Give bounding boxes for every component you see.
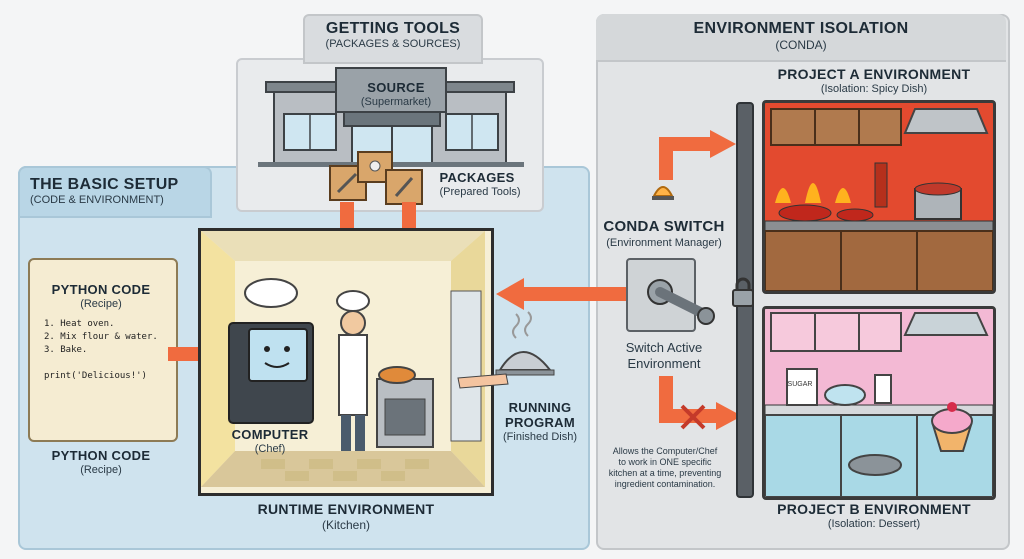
code-line (44, 357, 158, 370)
switch-action-line2: Environment (627, 356, 701, 371)
getting-tools-title: GETTING TOOLS (325, 20, 461, 37)
alarm-light-icon (652, 186, 674, 200)
code-line: print('Delicious!') (44, 371, 147, 381)
runtime-subtitle: (Kitchen) (321, 518, 371, 532)
switch-to-project-b-arrow (659, 376, 742, 430)
conda-switch-title: CONDA SWITCH (603, 218, 725, 235)
lock-icon (732, 277, 754, 307)
environment-isolation-subtitle: (CONDA) (775, 38, 827, 52)
code-line: 2. Mix flour & water. (44, 332, 158, 342)
basic-setup-subtitle: (CODE & ENVIRONMENT) (30, 194, 164, 206)
computer-subtitle: (Chef) (254, 443, 286, 455)
project-a-subtitle: (Isolation: Spicy Dish) (820, 83, 928, 95)
basic-setup-title: THE BASIC SETUP (30, 176, 179, 193)
python-code-subtitle: (Recipe) (80, 298, 122, 310)
project-a-title: PROJECT A ENVIRONMENT (777, 66, 971, 82)
source-title: SOURCE (367, 80, 425, 95)
conda-to-kitchen-arrow (496, 278, 632, 310)
python-code-bottom-subtitle: (Recipe) (80, 464, 122, 476)
project-b-subtitle: (Isolation: Dessert) (827, 518, 921, 530)
runtime-title: RUNTIME ENVIRONMENT (257, 501, 435, 517)
environment-isolation-header (596, 14, 1006, 62)
running-program-subtitle: (Finished Dish) (503, 431, 577, 443)
note-line2: to work in ONE specific (618, 457, 712, 467)
getting-tools-subtitle: (PACKAGES & SOURCES) (325, 38, 461, 50)
source-subtitle: (Supermarket) (360, 96, 432, 108)
computer-title: COMPUTER (231, 427, 309, 442)
project-b-title: PROJECT B ENVIRONMENT (777, 501, 971, 517)
switch-to-project-a-arrow (659, 130, 736, 180)
running-program-line2: PROGRAM (505, 415, 575, 430)
recipe-code: 1. Heat oven. 2. Mix flour & water. 3. Bak… (44, 318, 158, 383)
dessert-kitchen-scene (765, 309, 993, 497)
spicy-kitchen-scene (765, 103, 993, 291)
conda-switch-subtitle: (Environment Manager) (606, 237, 722, 249)
note-line4: ingredient contamination. (614, 479, 716, 489)
note-line3: kitchen at a time, preventing (608, 468, 722, 478)
project-b-kitchen (762, 306, 996, 500)
switch-action-line1: Switch Active (625, 340, 703, 355)
code-line: 1. Heat oven. (44, 319, 115, 329)
note-line1: Allows the Computer/Chef (612, 446, 718, 456)
packages-icon (329, 151, 423, 205)
switch-lever-icon (647, 279, 715, 325)
packages-title: PACKAGES (439, 170, 515, 185)
getting-tools-header (303, 14, 483, 64)
packages-subtitle: (Prepared Tools) (439, 186, 521, 198)
finished-dish-icon (457, 311, 555, 389)
environment-isolation-title: ENVIRONMENT ISOLATION (693, 20, 909, 37)
running-program-line1: RUNNING (508, 400, 572, 415)
python-code-bottom-title: PYTHON CODE (51, 448, 151, 463)
code-line: 3. Bake. (44, 345, 88, 355)
sugar-label: SUGAR (787, 381, 813, 388)
recipe-scroll (28, 258, 178, 442)
project-a-kitchen (762, 100, 996, 294)
python-code-title: PYTHON CODE (51, 282, 151, 297)
kitchen-scene (201, 231, 485, 487)
basic-setup-header (18, 166, 212, 218)
